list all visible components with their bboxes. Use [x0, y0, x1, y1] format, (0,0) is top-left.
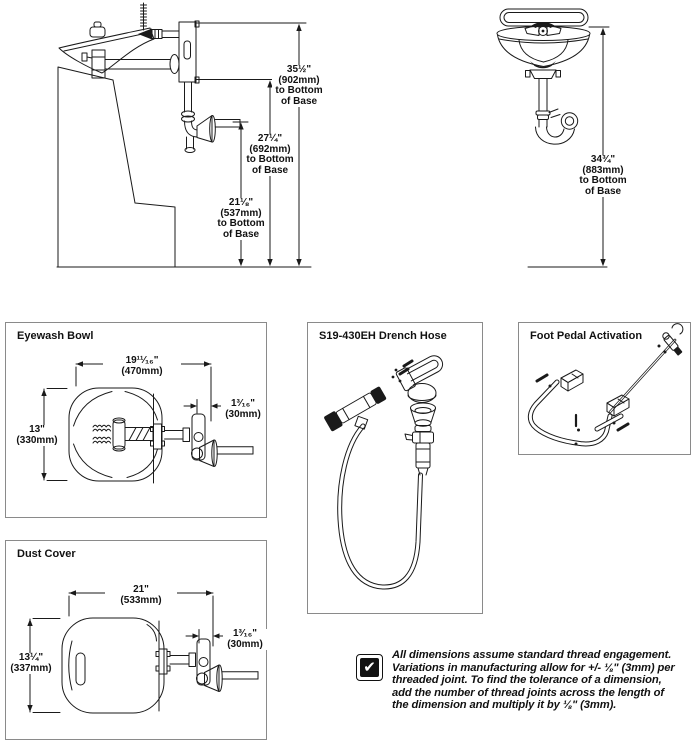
dim-mm: (330mm): [16, 434, 58, 446]
bowl-width-label: 19¹¹⁄₁₆" (470mm): [103, 355, 181, 377]
dim-mm: (30mm): [225, 408, 261, 420]
pedestal-eyewash-side-view: [57, 2, 241, 268]
dim-inches: 1³⁄₁₆": [233, 628, 257, 639]
dust-cover-top-view: [61, 617, 259, 714]
dim-inches: 13": [29, 424, 45, 435]
tolerance-note-text: All dimensions assume standard thread en…: [392, 649, 700, 712]
dimension-label-27-25: 27¼" (692mm) to Bottom of Base: [243, 133, 297, 176]
dim-mm: (533mm): [120, 594, 162, 606]
dim-inches: 13¼": [18, 652, 44, 663]
dim-inches: 21⅛": [228, 197, 254, 208]
check-icon: ✔: [363, 659, 376, 676]
dim-mm: (883mm): [582, 164, 624, 176]
panel-eyewash-bowl: Eyewash Bowl 19¹¹⁄₁₆" (470mm) 13" (330mm…: [5, 322, 267, 518]
dim-inches: 19¹¹⁄₁₆": [125, 355, 159, 366]
dim-mm: (30mm): [227, 638, 263, 650]
cover-height-label: 13¼" (337mm): [6, 652, 56, 674]
dim-inches: 21": [133, 584, 149, 595]
panel-foot-pedal: Foot Pedal Activation: [518, 322, 691, 455]
note-line: threaded joint. To find the tolerance of…: [392, 674, 662, 687]
eyewash-bowl-drawing: [41, 361, 254, 484]
spray-head-assembly: [404, 383, 437, 476]
eyewash-bowl-top-view: [68, 387, 254, 484]
note-line: Variations in manufacturing allow for +/…: [392, 661, 675, 674]
checkmark-box-fill: ✔: [360, 658, 379, 677]
tee-fitting: [324, 386, 387, 432]
tolerance-note: ✔ All dimensions assume standard thread …: [356, 649, 700, 729]
note-line: the dimension and multiply it by ⅛" (3mm…: [392, 699, 617, 712]
wall-eyewash-front-view: [496, 8, 591, 145]
dim-suffix: to Bottom: [579, 175, 627, 186]
tee-branch: [354, 415, 369, 430]
panel-title-eyewash-bowl: Eyewash Bowl: [17, 330, 94, 342]
cover-width-label: 21" (533mm): [105, 584, 177, 606]
dimension-label-35-5: 35½" (902mm) to Bottom of Base: [272, 64, 326, 107]
dim-inches: 1³⁄₁₆": [231, 398, 255, 409]
panel-title-dust-cover: Dust Cover: [17, 548, 76, 560]
dim-mm: (692mm): [249, 143, 291, 155]
bowl-height-label: 13" (330mm): [8, 424, 66, 446]
panel-drench-hose: S19-430EH Drench Hose: [307, 322, 483, 614]
pedal-bracket-2: [606, 394, 630, 417]
dim-suffix: of Base: [222, 228, 260, 240]
dim-mm: (902mm): [278, 74, 320, 86]
dim-suffix: to Bottom: [246, 154, 294, 165]
right-view-dimension-lines: [527, 26, 610, 268]
dim-mm: (337mm): [10, 662, 52, 674]
dimension-label-34-75: 34¾" (883mm) to Bottom of Base: [576, 154, 630, 197]
dim-suffix: of Base: [251, 164, 289, 176]
dim-inches: 35½": [286, 64, 312, 75]
checkmark-box: ✔: [356, 654, 383, 681]
drench-hose-drawing: [324, 355, 444, 590]
dim-suffix: to Bottom: [275, 85, 323, 96]
drench-hose-drawing-svg: [324, 355, 444, 590]
panel-title-foot-pedal: Foot Pedal Activation: [530, 330, 643, 342]
foot-pedal-drawing-svg: [527, 323, 684, 447]
dim-suffix: of Base: [280, 95, 318, 107]
cover-offset-label: 1³⁄₁₆" (30mm): [223, 628, 267, 650]
dim-inches: 34¾": [590, 154, 616, 165]
panel-dust-cover: Dust Cover 21" (533mm) 13¼" (337mm) 1³⁄₁…: [5, 540, 267, 740]
note-line: add the number of thread joints across t…: [392, 686, 665, 699]
pedal-bracket-1: [560, 369, 584, 392]
bowl-offset-label: 1³⁄₁₆" (30mm): [221, 398, 265, 420]
installation-views-drawing: [56, 2, 610, 268]
dim-suffix: to Bottom: [217, 218, 265, 229]
note-line: All dimensions assume standard thread en…: [392, 649, 672, 661]
panel-title-drench-hose: S19-430EH Drench Hose: [319, 330, 447, 342]
foot-pedal-drawing: [527, 323, 684, 447]
dimension-label-21-125: 21⅛" (537mm) to Bottom of Base: [214, 197, 268, 240]
dim-suffix: of Base: [584, 185, 622, 197]
dim-mm: (470mm): [121, 365, 163, 377]
dim-inches: 27¼": [257, 133, 283, 144]
dim-mm: (537mm): [220, 207, 262, 219]
